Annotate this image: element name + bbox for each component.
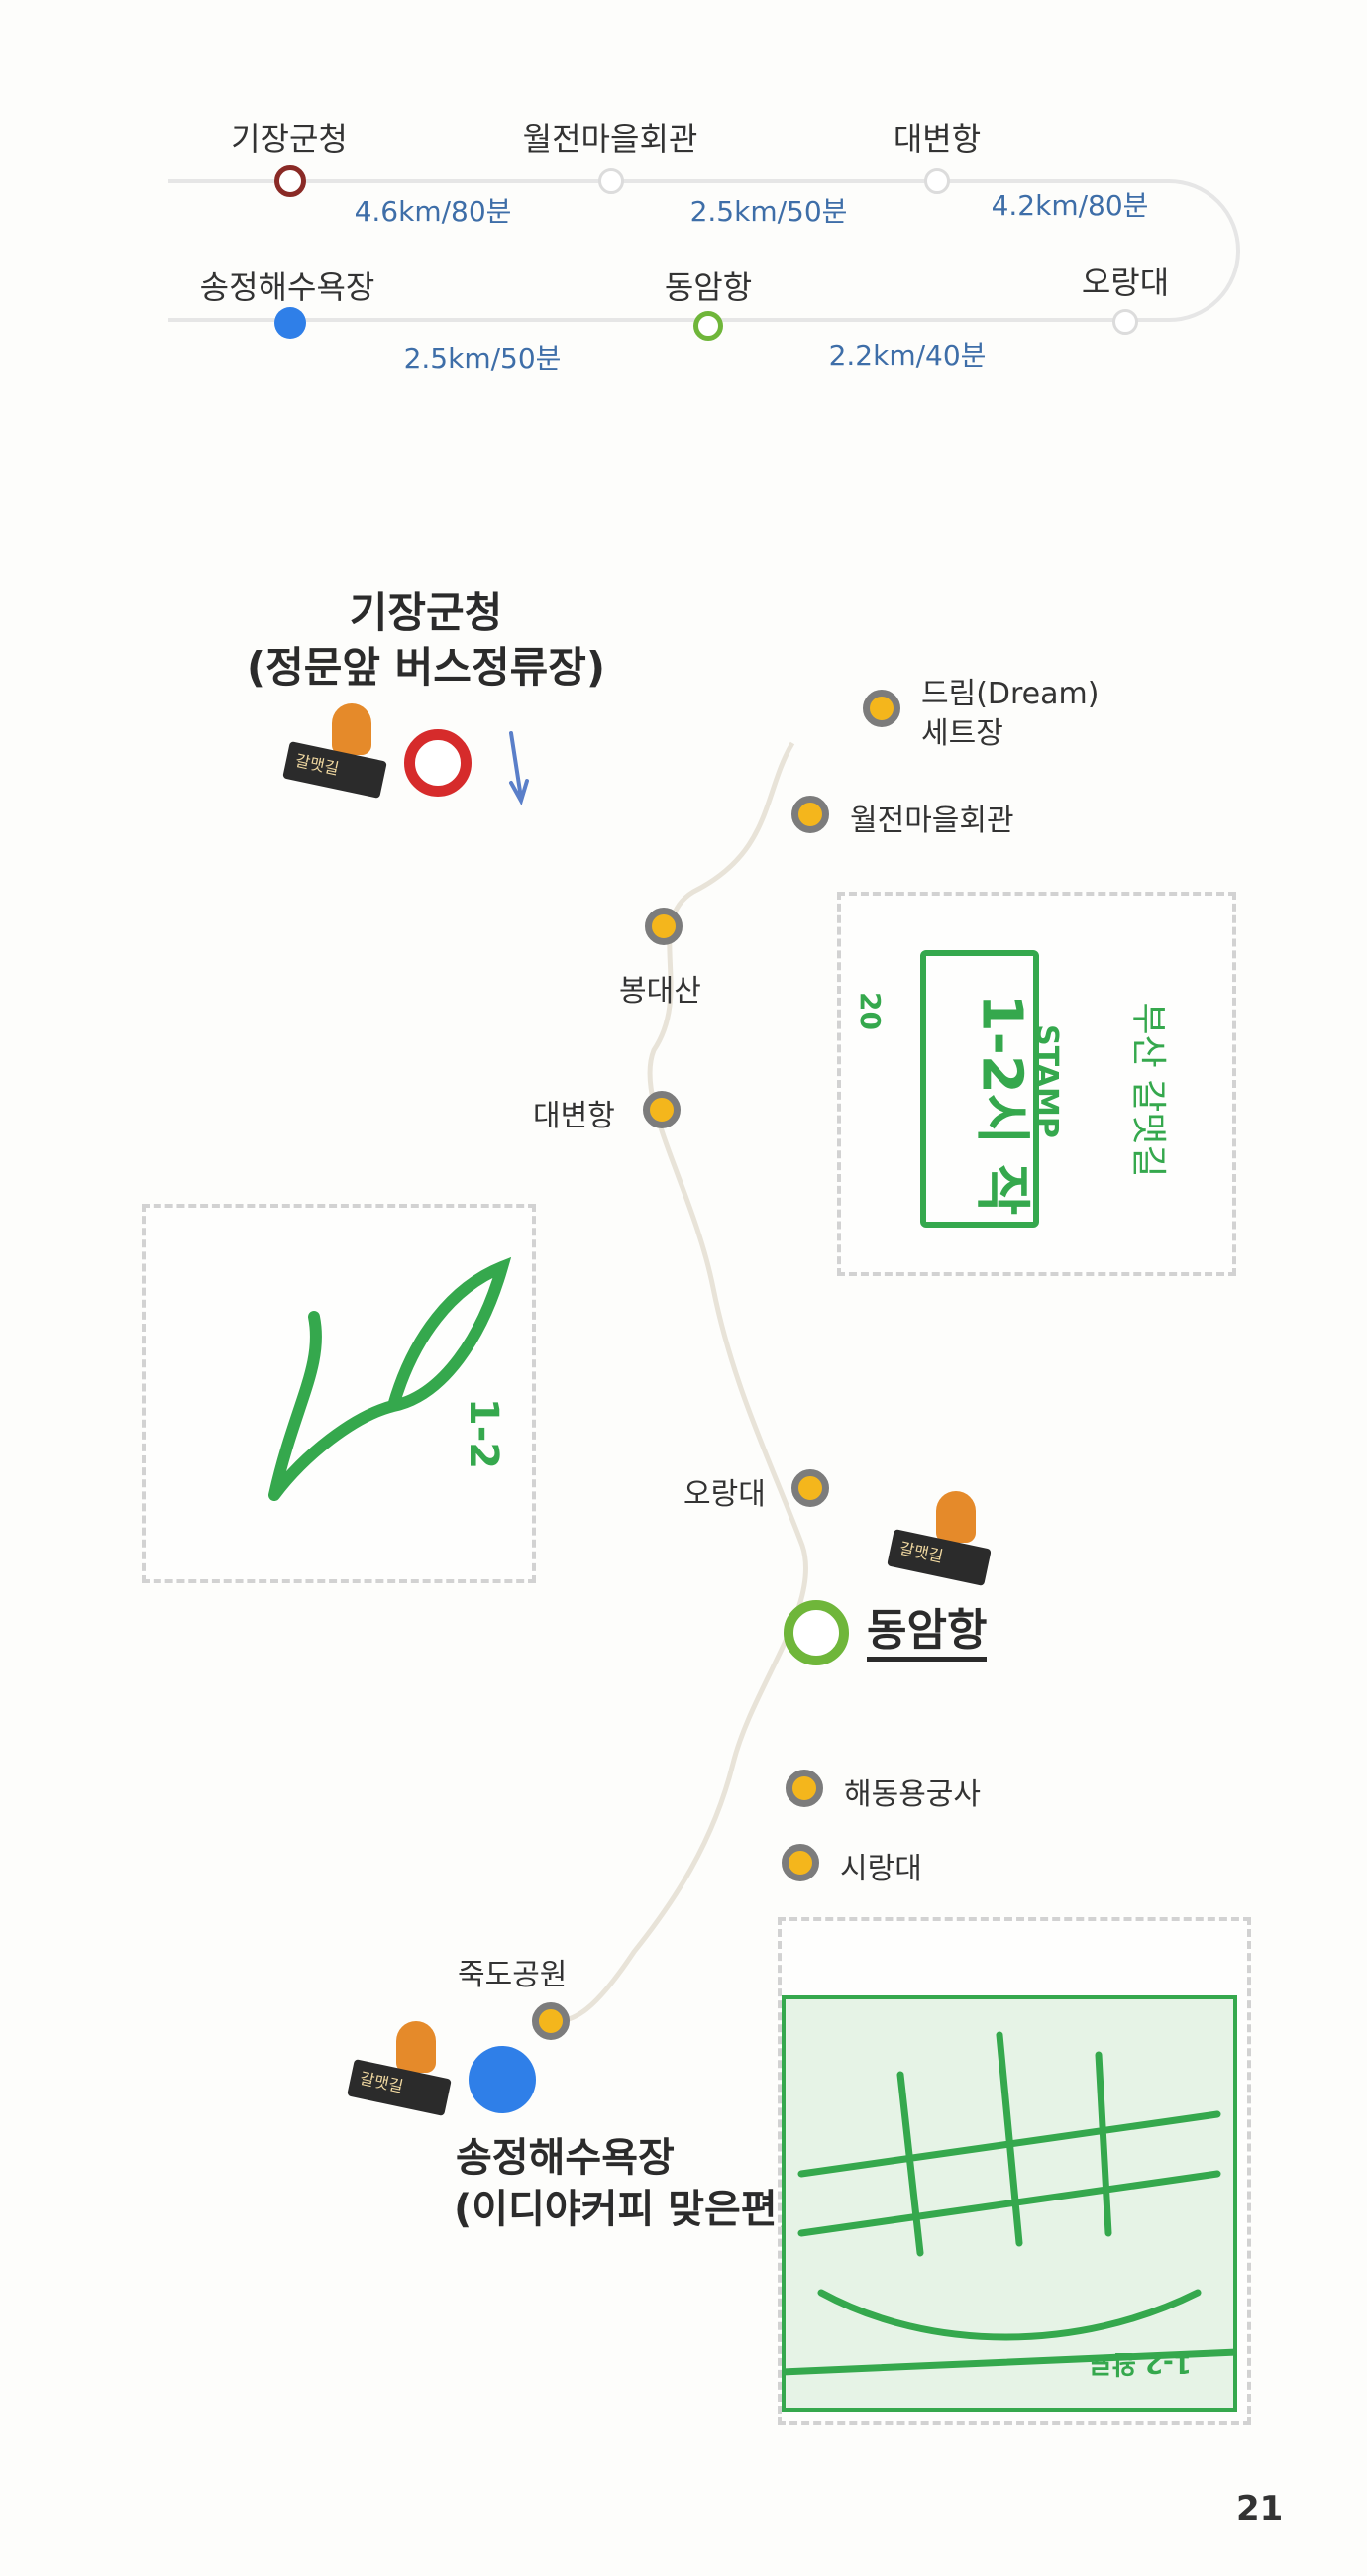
poi-marker [645, 908, 683, 945]
poi-label: 대변항 [533, 1099, 615, 1133]
schedule-marker [1112, 309, 1138, 335]
poi-label: 시랑대 [840, 1852, 922, 1886]
stamp-text: 1-2 [461, 1397, 507, 1470]
start-subtitle: (정문앞 버스정류장) [246, 643, 606, 692]
poi-label: 월전마을회관 [850, 804, 1014, 838]
stamp-icon: 갈맷길 [882, 1491, 992, 1600]
schedule-label: 월전마을회관 [522, 120, 698, 158]
poi-label: 죽도공원 [458, 1958, 568, 1992]
stamp-icon: 갈맷길 [342, 2021, 452, 2130]
poi-label: 해동용궁사 [844, 1777, 981, 1812]
poi-marker [782, 1844, 819, 1881]
schedule-label: 대변항 [893, 120, 982, 158]
start-title: 기장군청 [349, 589, 503, 637]
poi-marker [791, 796, 829, 833]
schedule-marker [924, 168, 950, 194]
schedule-marker-end [274, 307, 306, 339]
schedule-distance: 2.2km/40분 [828, 339, 987, 372]
schedule-distance: 4.2km/80분 [991, 189, 1149, 222]
stamp-date: 20 [853, 992, 887, 1030]
poi-label: 드림(Dream) [921, 677, 1100, 711]
start-marker [404, 729, 472, 797]
poi-label: 세트장 [921, 716, 1003, 751]
poi-marker [786, 1770, 823, 1807]
schedule-distance: 2.5km/50분 [689, 195, 848, 228]
end-marker [469, 2046, 536, 2113]
schedule-marker-mid [693, 311, 723, 341]
schedule-marker [598, 168, 624, 194]
schedule-label: 동암항 [664, 268, 753, 306]
stamp-icon: 갈맷길 [277, 703, 387, 812]
end-subtitle: (이디야커피 맞은편) [454, 2187, 795, 2232]
poi-label: 오랑대 [684, 1477, 766, 1512]
end-title: 송정해수욕장 [456, 2135, 675, 2181]
poi-label: 봉대산 [619, 974, 701, 1009]
poi-marker [863, 690, 900, 727]
poi-marker [791, 1469, 829, 1507]
route-schedule-line [168, 179, 1240, 322]
mid-title: 동암항 [867, 1605, 988, 1662]
schedule-distance: 4.6km/80분 [354, 195, 512, 228]
poi-marker [643, 1091, 681, 1128]
mid-marker [784, 1600, 849, 1665]
stamp-name: 부산 갈맷길 [1127, 1002, 1169, 1178]
schedule-marker-start [274, 165, 306, 197]
poi-marker [532, 2002, 570, 2040]
stamp-word: STAMP [1028, 1024, 1064, 1138]
stamp-box-1: 20 1-2시 작 STAMP 부산 갈맷길 [837, 892, 1236, 1276]
stamp-box-3: 1-2 완료 [778, 1917, 1251, 2425]
schedule-label: 기장군청 [231, 120, 348, 158]
schedule-label: 송정해수욕장 [199, 268, 375, 306]
direction-arrow [509, 731, 529, 806]
schedule-label: 오랑대 [1081, 264, 1170, 301]
route-path [554, 741, 809, 2024]
schedule-distance: 2.5km/50분 [403, 342, 562, 375]
stamp-text: 1-2 완료 [1089, 2348, 1192, 2378]
stamp-box-2: 1-2 [142, 1204, 536, 1583]
page-number: 21 [1236, 2489, 1284, 2528]
